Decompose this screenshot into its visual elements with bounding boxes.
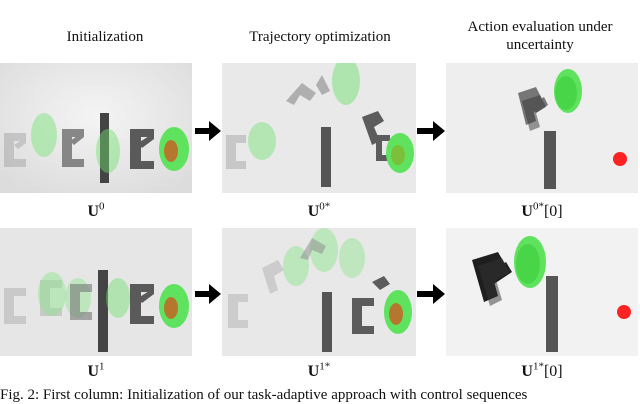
panel-row2-initialization bbox=[0, 228, 192, 356]
arrow-right-icon bbox=[417, 284, 445, 304]
arrow-right-icon bbox=[417, 121, 445, 141]
caption-row1-col3: U0*[0] bbox=[521, 200, 563, 220]
goal-dot bbox=[613, 152, 627, 166]
ghost-target bbox=[31, 113, 57, 157]
gripper-front bbox=[130, 129, 154, 169]
caption-row2-col1: U1 bbox=[87, 360, 105, 380]
obstacle bbox=[100, 113, 109, 183]
caption-row2-col2: U1* bbox=[307, 360, 331, 380]
arrow-right-icon bbox=[195, 121, 221, 141]
panel-row1-trajectory bbox=[222, 63, 416, 193]
panel-row1-evaluation bbox=[446, 63, 638, 193]
panel-row2-evaluation bbox=[446, 228, 638, 356]
column-title-initialization: Initialization bbox=[66, 29, 144, 45]
caption-row2-col3: U1*[0] bbox=[521, 360, 563, 380]
gripper bbox=[62, 129, 84, 167]
figure-caption: Fig. 2: First column: Initialization of … bbox=[0, 387, 528, 403]
caption-row1-col1: U0 bbox=[87, 200, 105, 220]
caption-row1-col2: U0* bbox=[307, 200, 331, 220]
panel-row2-trajectory bbox=[222, 228, 416, 356]
panel-row1-initialization bbox=[0, 63, 192, 193]
column-title-action-evaluation: Action evaluation under uncertainty bbox=[467, 19, 613, 53]
arrow-right-icon bbox=[195, 284, 221, 304]
ghost-grippers bbox=[4, 133, 26, 167]
column-title-trajectory-optimization: Trajectory optimization bbox=[249, 29, 391, 45]
